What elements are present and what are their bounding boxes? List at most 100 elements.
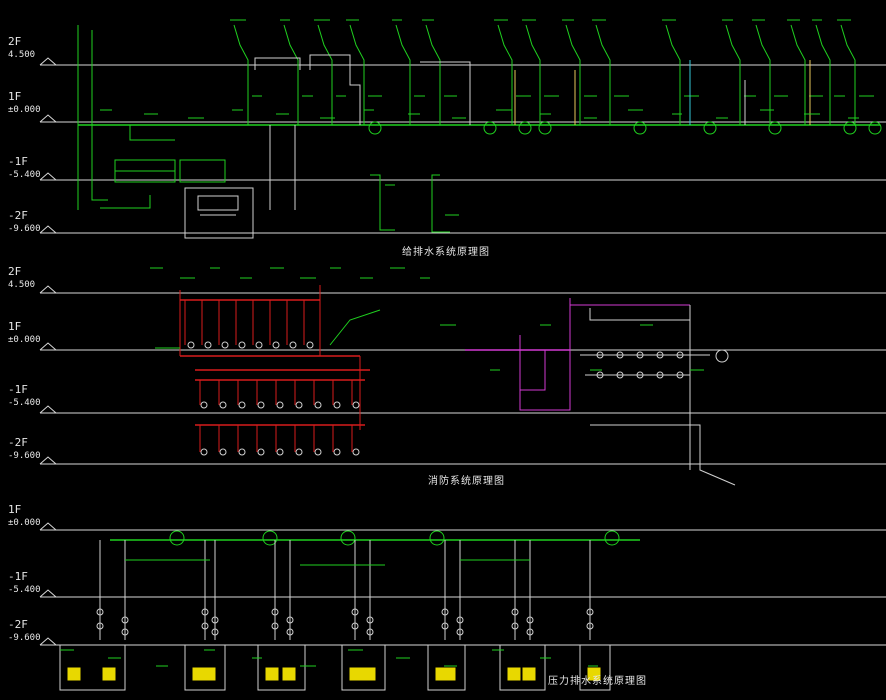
gate-valve bbox=[526, 628, 534, 636]
check-valve bbox=[211, 616, 219, 624]
check-valve bbox=[366, 616, 374, 624]
discharge-outlet-circle bbox=[604, 530, 620, 546]
sprinkler-head bbox=[238, 341, 246, 349]
gate-valve bbox=[271, 622, 279, 630]
riser-pipe bbox=[395, 24, 411, 125]
check-valve bbox=[441, 608, 449, 616]
valve-symbol bbox=[596, 351, 604, 359]
level-name: 2F bbox=[8, 35, 22, 48]
riser-pipe bbox=[755, 24, 771, 125]
gate-valve bbox=[456, 628, 464, 636]
gate-valve bbox=[586, 622, 594, 630]
check-valve bbox=[586, 608, 594, 616]
sprinkler-head bbox=[257, 401, 265, 409]
drain-outlet-circle bbox=[368, 121, 382, 135]
drain-outlet-circle bbox=[868, 121, 882, 135]
check-valve bbox=[201, 608, 209, 616]
branch-pipe bbox=[129, 125, 175, 141]
sprinkler-head bbox=[187, 341, 195, 349]
level-label-bot-b2: -2F -9.600 bbox=[8, 619, 41, 643]
magenta-riser bbox=[519, 298, 571, 411]
title-bottom-diagram: 压力排水系统原理图 bbox=[548, 676, 647, 687]
valve-symbol bbox=[656, 371, 664, 379]
outlet-circle bbox=[715, 349, 729, 363]
level-marker-triangle bbox=[39, 522, 57, 531]
sump-pit bbox=[499, 645, 546, 691]
level-elevation: ±0.000 bbox=[8, 105, 41, 115]
riser-pipe bbox=[790, 24, 806, 125]
submersible-pump bbox=[522, 667, 536, 681]
discharge-outlet-circle bbox=[262, 530, 278, 546]
sump-pipe bbox=[370, 174, 395, 231]
sprinkler-head bbox=[200, 448, 208, 456]
fire-riser bbox=[319, 285, 360, 357]
title-middle-diagram: 消防系统原理图 bbox=[428, 476, 505, 487]
riser-pipe bbox=[565, 24, 581, 125]
submersible-pump bbox=[362, 667, 376, 681]
sprinkler-head bbox=[204, 341, 212, 349]
gate-valve bbox=[286, 628, 294, 636]
sprinkler-head bbox=[289, 341, 297, 349]
level-name: 2F bbox=[8, 265, 22, 278]
sump-pipe bbox=[431, 174, 450, 233]
submersible-pump bbox=[67, 667, 81, 681]
level-marker-triangle bbox=[39, 405, 57, 414]
left-riser bbox=[91, 30, 108, 201]
sprinkler-head bbox=[276, 448, 284, 456]
sump-pit bbox=[427, 645, 466, 691]
pump-unit bbox=[197, 195, 239, 211]
gate-valve bbox=[201, 622, 209, 630]
level-marker-triangle bbox=[39, 456, 57, 465]
check-valve bbox=[511, 608, 519, 616]
valve-symbol bbox=[636, 351, 644, 359]
gate-valve bbox=[351, 622, 359, 630]
level-label-top-b1: -1F -5.400 bbox=[8, 156, 41, 180]
check-valve bbox=[351, 608, 359, 616]
gate-valve bbox=[511, 622, 519, 630]
level-lines bbox=[39, 57, 886, 646]
submersible-pump bbox=[587, 667, 601, 681]
check-valve bbox=[96, 608, 104, 616]
sprinkler-head bbox=[276, 401, 284, 409]
gate-valve bbox=[441, 622, 449, 630]
riser-pipe bbox=[840, 24, 856, 125]
sprinkler-head bbox=[352, 448, 360, 456]
gate-valve bbox=[121, 628, 129, 636]
submersible-pump bbox=[202, 667, 216, 681]
level-label-bot-b1: -1F -5.400 bbox=[8, 571, 41, 595]
valve-symbol bbox=[636, 371, 644, 379]
discharge-outlet-circle bbox=[429, 530, 445, 546]
valve-symbol bbox=[616, 371, 624, 379]
sprinkler-head bbox=[200, 401, 208, 409]
gate-valve bbox=[96, 622, 104, 630]
riser-pipe bbox=[665, 24, 681, 125]
equipment-table-box bbox=[179, 159, 226, 183]
sprinkler-head bbox=[219, 448, 227, 456]
drain-outlet-circle bbox=[843, 121, 857, 135]
sprinkler-head bbox=[219, 401, 227, 409]
drain-outlet-circle bbox=[768, 121, 782, 135]
level-marker-triangle bbox=[39, 285, 57, 294]
check-valve bbox=[271, 608, 279, 616]
check-valve bbox=[456, 616, 464, 624]
sprinkler-head bbox=[295, 448, 303, 456]
riser-pipe bbox=[497, 24, 513, 125]
level-label-mid-1f: 1F ±0.000 bbox=[8, 321, 41, 345]
branch-pipe bbox=[309, 54, 361, 125]
submersible-pump bbox=[102, 667, 116, 681]
branch-pipe bbox=[589, 308, 690, 321]
drain-outlet-circle bbox=[538, 121, 552, 135]
annotation-leader bbox=[329, 309, 381, 346]
sump-pit bbox=[579, 645, 611, 691]
valve-symbol bbox=[676, 351, 684, 359]
level-elevation: -5.400 bbox=[8, 585, 41, 595]
riser-pipe bbox=[815, 24, 831, 125]
level-name: 1F bbox=[8, 90, 22, 103]
check-valve bbox=[526, 616, 534, 624]
submersible-pump bbox=[282, 667, 296, 681]
riser-pipe bbox=[725, 24, 741, 125]
drain-outlet-circle bbox=[518, 121, 532, 135]
submersible-pump bbox=[442, 667, 456, 681]
sprinkler-head bbox=[352, 401, 360, 409]
sprinkler-head bbox=[221, 341, 229, 349]
